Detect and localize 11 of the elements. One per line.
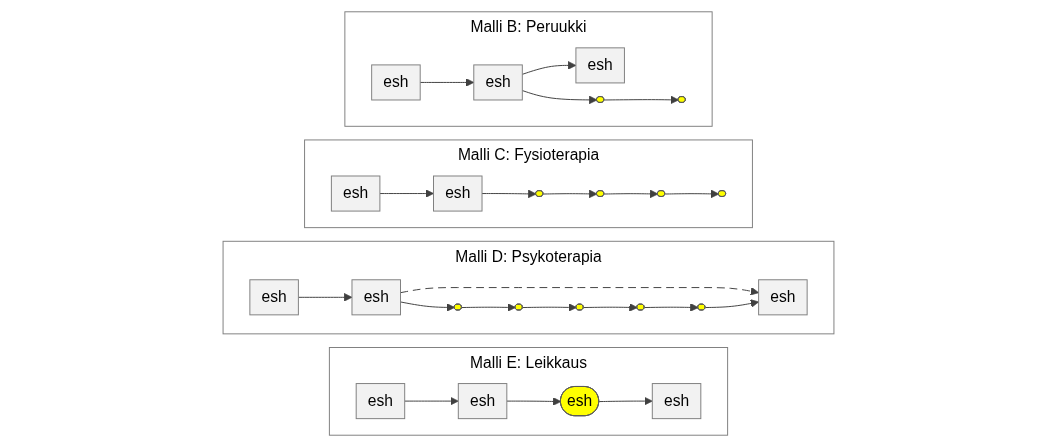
node-box: esh bbox=[355, 383, 406, 420]
node-box: esh bbox=[249, 279, 299, 316]
node-box: esh bbox=[758, 279, 808, 316]
node-box: esh bbox=[433, 175, 483, 212]
node-box: esh bbox=[651, 383, 702, 420]
node-box: esh bbox=[371, 64, 421, 101]
node-box: esh bbox=[473, 64, 523, 101]
node-box: esh bbox=[457, 383, 508, 420]
node-box: esh bbox=[351, 279, 401, 316]
node-box: esh bbox=[330, 175, 381, 212]
node-box: esh bbox=[575, 47, 625, 84]
